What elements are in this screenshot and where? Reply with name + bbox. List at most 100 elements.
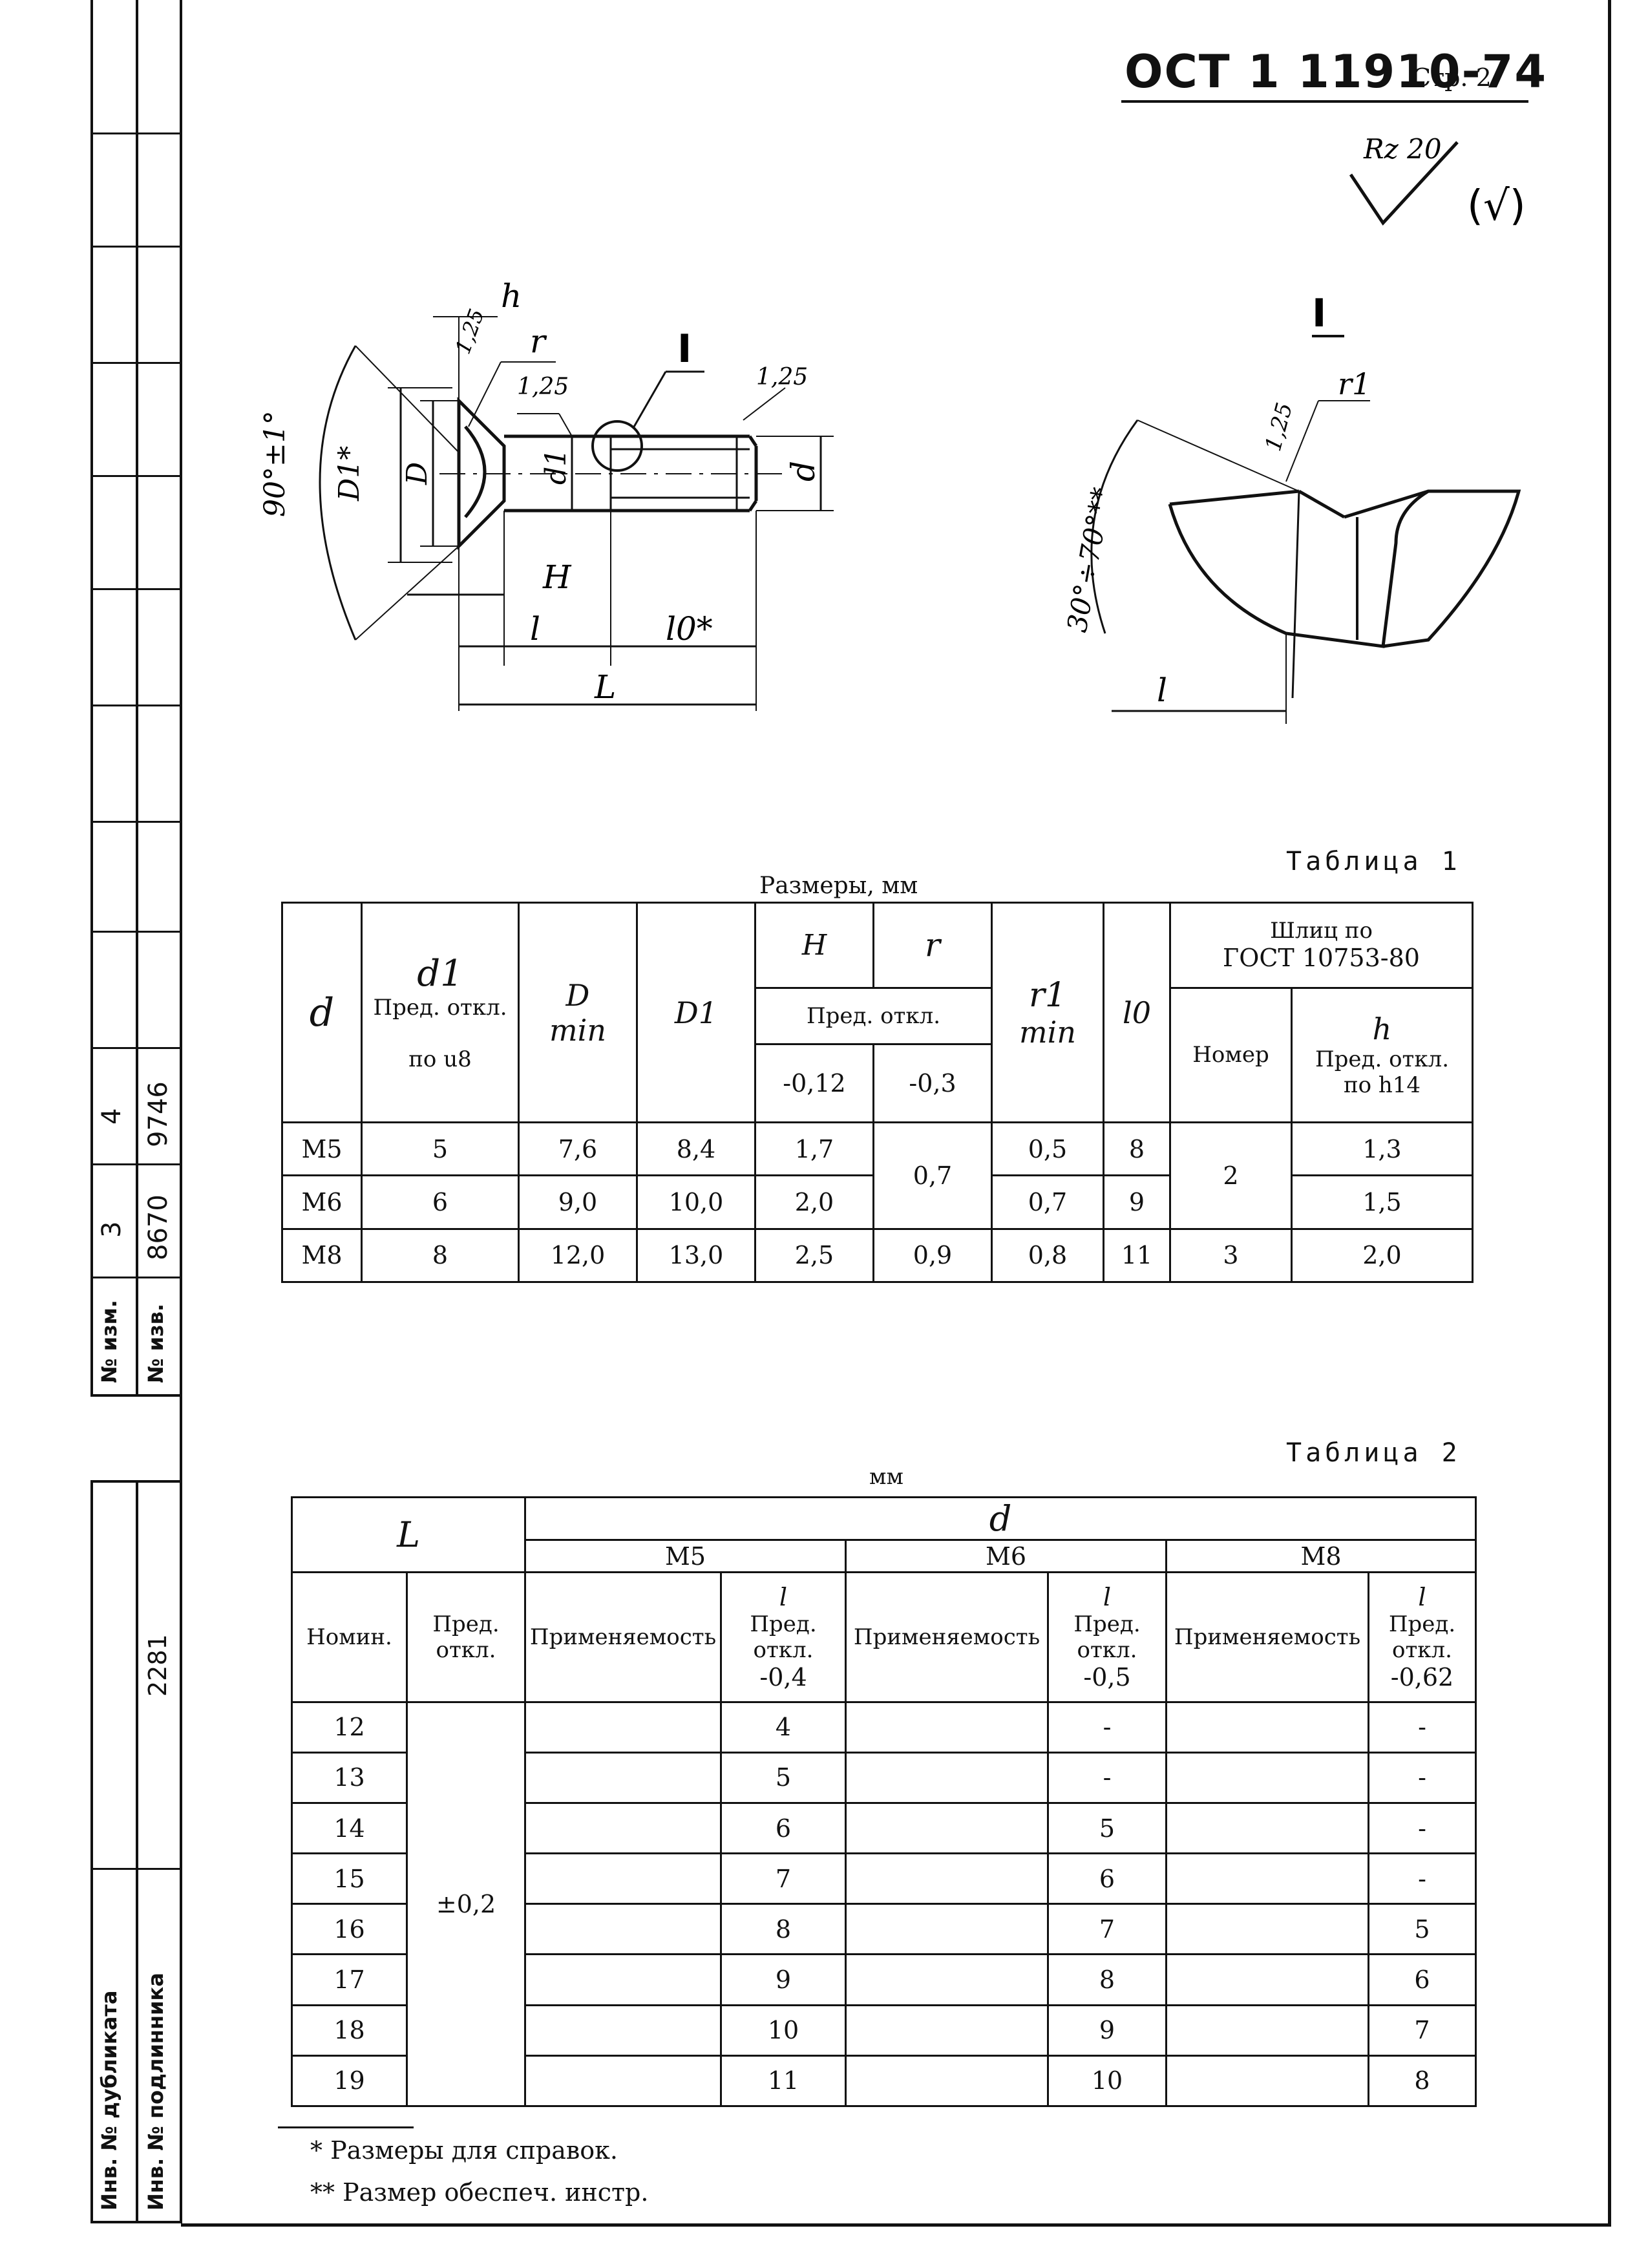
t2-h-tol: Пред. откл.	[406, 1571, 526, 1703]
rev-label: № изм.	[97, 1300, 121, 1383]
t1-cell: 5	[361, 1121, 520, 1177]
t1-h-Hr-tol: Пред. откл.	[754, 986, 993, 1046]
table1-caption: Таблица 1	[1286, 847, 1461, 876]
t1-cell: 8	[1103, 1121, 1171, 1177]
t2-cell: 17	[291, 1953, 408, 2006]
table-row: 19 11 10 8	[291, 2054, 1477, 2108]
t1-cell: 2	[1169, 1121, 1293, 1230]
t2-cell: 6	[1368, 1953, 1477, 2006]
label-D1: D1*	[333, 446, 366, 502]
t1-cell: 8	[361, 1227, 520, 1284]
t1-cell: 9,0	[518, 1174, 638, 1230]
table1: d d1 Пред. откл. по u8 D min D1 H r r1 m…	[281, 901, 1474, 1284]
t2-cell: 11	[720, 2054, 847, 2108]
doc-label: № изв.	[143, 1303, 168, 1383]
t2-cell: 19	[291, 2054, 408, 2108]
doc-8670: 8670	[143, 1194, 173, 1260]
t1-h-slot-no: Номер	[1169, 986, 1293, 1124]
table-row: 13 5 - -	[291, 1751, 1477, 1804]
t1-cell: 0,8	[991, 1227, 1104, 1284]
t2-h-app-m8: Применяемость	[1165, 1571, 1369, 1703]
label-125-b: 1,25	[517, 374, 569, 400]
t1-h-l0: l0	[1103, 901, 1171, 1124]
t2-cell: 12	[291, 1701, 408, 1754]
label-125-a: 1,25	[450, 306, 489, 357]
screw-drawing: 90°±1° D1* D d1 d h 1,25 r 1,25 I 1,25 H…	[259, 277, 834, 711]
label-view-I: I	[677, 326, 692, 372]
t1-cell: 2,0	[754, 1174, 874, 1230]
t1-cell: 6	[361, 1174, 520, 1230]
t1-cell: 0,7	[872, 1121, 993, 1230]
detail-125: 1,25	[1260, 400, 1298, 454]
t1-cell: 1,5	[1291, 1174, 1474, 1230]
t2-h-m5: M5	[524, 1539, 847, 1574]
t2-cell: 10	[720, 2004, 847, 2057]
t2-cell: 6	[1047, 1852, 1167, 1905]
table-row: 18 10 9 7	[291, 2004, 1477, 2057]
t1-cell: 0,7	[991, 1174, 1104, 1230]
table2-units: мм	[869, 1464, 903, 1490]
t1-cell: M5	[281, 1121, 363, 1177]
t1-cell: 2,0	[1291, 1227, 1474, 1284]
t1-cell: 7,6	[518, 1121, 638, 1177]
t1-h-H: H	[754, 902, 874, 989]
t2-cell: 18	[291, 2004, 408, 2057]
label-h: h	[501, 277, 522, 315]
detail-drawing: I r1 1,25 30°÷70°** l	[1061, 291, 1521, 724]
roughness-general: (√)	[1467, 182, 1526, 230]
t1-h-h: h Пред. откл. по h14	[1291, 986, 1474, 1124]
t2-cell: 16	[291, 1903, 408, 1956]
label-r: r	[530, 323, 547, 360]
dup-label: Инв. № дубликата	[97, 1990, 121, 2210]
t2-cell: 7	[1047, 1903, 1167, 1956]
t2-h-app-m5: Применяемость	[524, 1571, 722, 1703]
t2-cell: 4	[720, 1701, 847, 1754]
label-l0: l0*	[666, 610, 713, 648]
label-angle: 90°±1°	[259, 410, 291, 517]
orig-label: Инв. № подлинника	[143, 1973, 168, 2210]
t2-cell: 9	[1047, 2004, 1167, 2057]
t2-cell: -	[1368, 1751, 1477, 1804]
table-row: 17 9 8 6	[291, 1953, 1477, 2006]
t1-h-d1: d1 Пред. откл. по u8	[361, 901, 520, 1124]
dup-value: 2281	[143, 1634, 172, 1697]
t1-cell: 8,4	[636, 1121, 756, 1177]
t2-cell: -	[1047, 1751, 1167, 1804]
roughness-value: Rz 20	[1363, 133, 1442, 165]
t1-h-D: D min	[518, 901, 638, 1124]
t2-cell: -	[1047, 1701, 1167, 1754]
label-d1: d1	[540, 449, 573, 485]
label-d: d	[785, 461, 822, 482]
t2-cell: 8	[1047, 1953, 1167, 2006]
label-125-c: 1,25	[756, 364, 808, 390]
label-D: D	[401, 462, 434, 485]
t1-h-r: r	[872, 902, 993, 989]
table2: L d M5 M6 M8 Номин. Пред. откл. Применяе…	[291, 1496, 1477, 2108]
t1-cell: M6	[281, 1174, 363, 1230]
t2-cell: 9	[720, 1953, 847, 2006]
t1-cell: 9	[1103, 1174, 1171, 1230]
t2-h-nom: Номин.	[291, 1571, 408, 1703]
t1-h-r-tol: -0,3	[872, 1043, 993, 1124]
t1-cell: 13,0	[636, 1227, 756, 1284]
t2-cell: 10	[1047, 2054, 1167, 2108]
doc-9746: 9746	[143, 1081, 173, 1147]
rev-3: 3	[97, 1221, 127, 1238]
t2-cell: -	[1368, 1852, 1477, 1905]
label-H: H	[542, 558, 572, 596]
table-row: 16 8 7 5	[291, 1903, 1477, 1956]
rev-4: 4	[97, 1108, 127, 1125]
header-underline	[1121, 100, 1528, 103]
revision-strip	[90, 0, 181, 1397]
roughness-symbol: Rz 20 (√)	[1349, 133, 1526, 230]
t1-h-r1: r1 min	[991, 901, 1104, 1124]
detail-title: I	[1312, 291, 1326, 336]
t1-h-D1: D1	[636, 901, 756, 1124]
table-row: M6 6 9,0 10,0 2,0 0,7 9 1,5	[281, 1174, 1474, 1230]
t2-h-L: L	[291, 1496, 526, 1574]
detail-l: l	[1157, 672, 1167, 709]
footnote-1: * Размеры для справок.	[310, 2136, 618, 2165]
frame-left-line	[180, 0, 182, 2223]
t1-h-slot: Шлиц по ГОСТ 10753-80	[1169, 902, 1474, 989]
t1-cell: 1,7	[754, 1121, 874, 1177]
